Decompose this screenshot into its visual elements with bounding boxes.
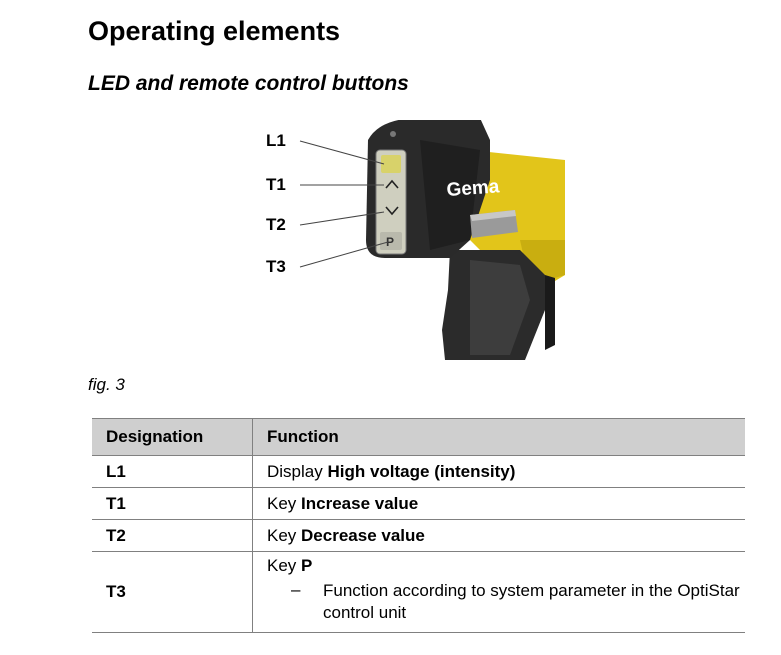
dash-bullet: – <box>291 580 301 599</box>
function-cell: Key P – Function according to system par… <box>253 552 746 633</box>
spray-gun-figure: P Gema <box>299 120 565 360</box>
table-row: T3 Key P – Function according to system … <box>92 551 746 633</box>
figure-caption: fig. 3 <box>88 375 125 394</box>
p-key-icon: P <box>386 235 394 249</box>
table-row: T1 Key Increase value <box>92 487 745 520</box>
callout-l1: L1 <box>266 131 286 150</box>
designation-cell: T3 <box>92 551 253 633</box>
led-l1 <box>381 155 401 173</box>
function-subitem: – Function according to system parameter… <box>291 580 740 622</box>
callout-t2: T2 <box>266 215 286 234</box>
page-title: Operating elements <box>88 16 341 46</box>
function-cell: Key Decrease value <box>267 525 425 545</box>
callout-t3: T3 <box>266 257 286 276</box>
button-panel <box>375 149 407 255</box>
table-header-row: Designation Function <box>92 418 745 456</box>
chevron-up-icon <box>385 179 399 189</box>
function-cell: Key Increase value <box>267 493 419 513</box>
gema-logo: Gema <box>446 176 501 201</box>
designation-cell: T2 <box>92 519 253 552</box>
table-row: T2 Key Decrease value <box>92 519 745 552</box>
callout-t1: T1 <box>266 175 286 194</box>
designation-cell: L1 <box>92 455 253 488</box>
function-cell: Display High voltage (intensity) <box>267 461 516 481</box>
chevron-down-icon <box>385 206 399 216</box>
table-row: L1 Display High voltage (intensity) <box>92 455 745 488</box>
designation-table: Designation Function L1 Display High vol… <box>92 418 745 633</box>
section-subtitle: LED and remote control buttons <box>88 72 409 95</box>
column-header-designation: Designation <box>92 418 253 456</box>
column-header-function: Function <box>252 418 745 456</box>
designation-cell: T1 <box>92 487 253 520</box>
